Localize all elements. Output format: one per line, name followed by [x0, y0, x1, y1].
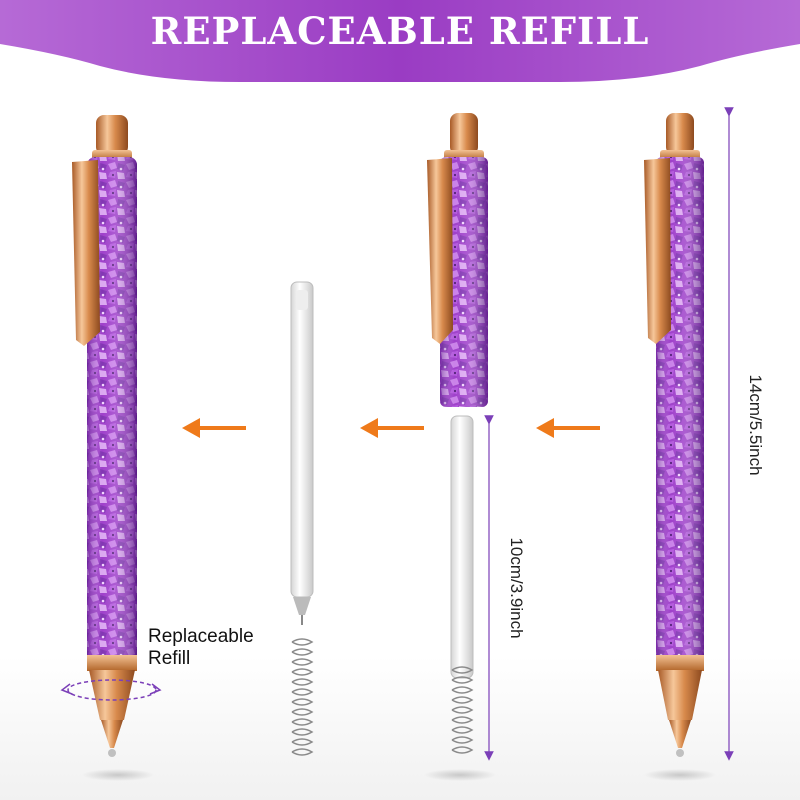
title-banner [0, 0, 800, 82]
left-pen [72, 115, 137, 757]
rotate-icon [60, 679, 162, 701]
callout-line-1: Replaceable [148, 626, 254, 647]
loose-refill [290, 281, 314, 756]
middle-pen-refill [450, 415, 474, 754]
middle-pen-barrel [427, 113, 488, 407]
right-pen [644, 113, 704, 757]
refill-length-label: 10cm/3.9inch [507, 537, 526, 639]
left-arrow-icon [536, 418, 600, 438]
left-arrow-icon [182, 418, 246, 438]
left-arrow-icon [360, 418, 424, 438]
replaceable-refill-callout: Replaceable Refill [148, 626, 254, 670]
pen-length-label: 14cm/5.5inch [746, 374, 765, 476]
spring [291, 638, 314, 756]
banner-title: REPLACEABLE REFILL [150, 9, 650, 53]
callout-line-2: Refill [148, 648, 191, 669]
pen-button [96, 115, 128, 155]
pen-clip [72, 160, 100, 346]
